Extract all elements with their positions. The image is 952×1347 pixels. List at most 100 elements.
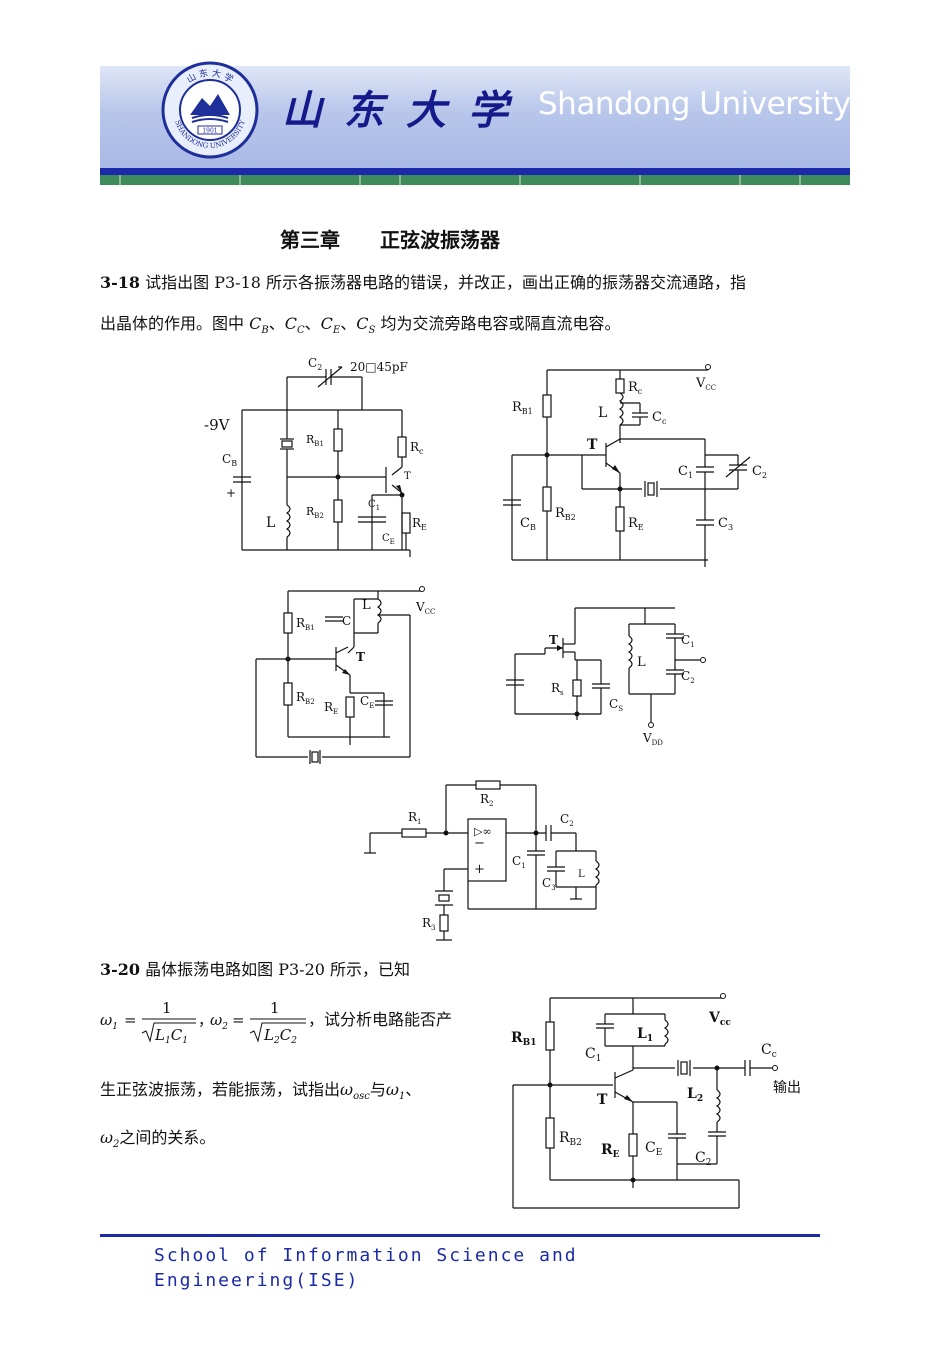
svg-text:RB1: RB1 [511, 1030, 537, 1048]
circuit-diagram-3: L VCC RB1 C T RB2 RE CE [255, 586, 435, 764]
svg-text:L1C1: L1C1 [154, 1026, 188, 1046]
svg-text:RE: RE [412, 516, 427, 532]
symbol: C [356, 314, 369, 333]
problem-number: 3-20 [100, 960, 141, 979]
label-c1: C [368, 499, 376, 510]
label-c1-sub: 1 [376, 504, 380, 512]
sym-c-sub: 2 [290, 1036, 297, 1046]
svg-text:RB1: RB1 [512, 400, 533, 416]
omega-2-sub: 2 [113, 1139, 120, 1151]
svg-text:RE: RE [324, 700, 338, 716]
label-re: R [324, 700, 334, 714]
svg-text:CS: CS [609, 697, 623, 713]
problem-text: 晶体振荡电路如图 P3-20 所示，已知 [145, 960, 411, 979]
label-l: L [637, 655, 646, 670]
label-c3: C [718, 516, 728, 531]
label-rb2: R [296, 690, 306, 704]
svg-text:R2: R2 [480, 792, 494, 808]
problem-text: 试指出图 P3-18 所示各振荡器电路的错误，并改正，画出正确的振荡器交流通路，… [145, 273, 747, 292]
label-cc: C [761, 1042, 772, 1058]
label-rb2-sub: B2 [570, 1138, 582, 1148]
label-vcc: V [695, 376, 706, 391]
problem-3-20-line1: 3-20 晶体振荡电路如图 P3-20 所示，已知 [100, 960, 410, 980]
label-c2-sub: 2 [762, 471, 767, 480]
label-c2-sub: 2 [317, 363, 322, 372]
label-cs-sub: S [618, 705, 623, 713]
sym-c: C [280, 1026, 292, 1044]
svg-text:L2C2: L2C2 [263, 1026, 297, 1046]
sym-l: L [263, 1026, 274, 1044]
svg-text:VCC: VCC [415, 600, 435, 616]
svg-text:RB2: RB2 [555, 506, 576, 522]
label-rb1: R [296, 616, 306, 630]
header-decor-strip [100, 175, 850, 185]
equals: = [232, 1011, 245, 1029]
label-rb2: R [306, 505, 315, 518]
label-output: 输出 [773, 1080, 801, 1096]
label-re: R [628, 516, 639, 531]
svg-text:RB2: RB2 [296, 690, 315, 706]
label-rb2: R [555, 506, 566, 521]
svg-text:Rc: Rc [410, 440, 424, 456]
label-c1-sub: 1 [688, 471, 693, 480]
label-ce: C [645, 1140, 656, 1156]
label-c1: C [678, 464, 688, 479]
numerator: 1 [270, 999, 280, 1017]
problem-text: 出晶体的作用。图中 [100, 314, 245, 333]
label-c1: C [512, 854, 521, 868]
label-r1: R [408, 810, 418, 824]
svg-text:Rs: Rs [551, 681, 564, 697]
sym-l-sub: 2 [273, 1036, 280, 1046]
label-vcc-sub: cc [720, 1018, 731, 1028]
label-cc-sub: c [662, 417, 667, 426]
label-c1-sub: 1 [521, 862, 525, 870]
label-cb: C [520, 516, 530, 531]
omega-osc-sub: osc [353, 1091, 370, 1103]
footer-school-line1: School of Information Science and [154, 1245, 578, 1266]
svg-text:C1: C1 [368, 499, 380, 512]
svg-text:C2: C2 [308, 356, 322, 372]
label-r2: R [480, 792, 490, 806]
label-rb1-sub: B1 [305, 624, 315, 632]
label-vcc-sub: CC [425, 608, 436, 616]
circuit-diagram-2: RB1 Rc VCC L Cc T C1 C2 CB RB2 RE C3 [503, 364, 767, 567]
label-rc-sub: c [638, 387, 643, 396]
label-vdd-sub: DD [652, 739, 664, 747]
label-c2: C [308, 356, 317, 370]
omega-1: ω [100, 1011, 112, 1029]
capacitance-range: 20□45pF [350, 360, 408, 374]
label-cc-sub: c [772, 1050, 777, 1060]
label-cb: C [222, 452, 231, 466]
svg-text:CE: CE [645, 1140, 662, 1158]
label-r1-sub: 1 [417, 818, 421, 826]
label-c1: C [681, 633, 690, 647]
omega-osc: ω [340, 1080, 354, 1099]
label-r3-sub: 3 [431, 924, 435, 932]
problem-3-18-line1: 3-18 试指出图 P3-18 所示各振荡器电路的错误，并改正，画出正确的振荡器… [100, 273, 746, 293]
label-l: L [362, 598, 371, 613]
label-re-sub: E [613, 1150, 620, 1160]
omega-2: ω [210, 1011, 222, 1029]
symbol-sub: S [368, 325, 376, 337]
svg-text:ω2: ω2 [210, 1011, 228, 1032]
svg-text:RB1: RB1 [306, 433, 324, 448]
label-rb1: R [511, 1030, 523, 1046]
sym-c: C [171, 1026, 183, 1044]
label-re: R [601, 1142, 613, 1158]
label-rc: R [410, 440, 420, 454]
symbol: C [320, 314, 333, 333]
label-r2-sub: 2 [489, 800, 493, 808]
opamp-symbol: ▷∞ [474, 825, 492, 838]
svg-text:CE: CE [360, 694, 374, 710]
svg-text:C2: C2 [752, 464, 767, 480]
supply-voltage: -9V [204, 416, 231, 434]
label-rs-sub: s [560, 689, 564, 697]
omega-1-sub: 1 [112, 1022, 118, 1032]
problem-text: 与 [369, 1080, 386, 1099]
label-ce: C [382, 533, 390, 544]
label-c2: C [560, 812, 569, 826]
svg-text:CB: CB [222, 452, 237, 468]
label-cs: C [609, 697, 618, 711]
label-rb2: R [559, 1130, 570, 1146]
label-rb1-sub: B1 [314, 440, 324, 448]
